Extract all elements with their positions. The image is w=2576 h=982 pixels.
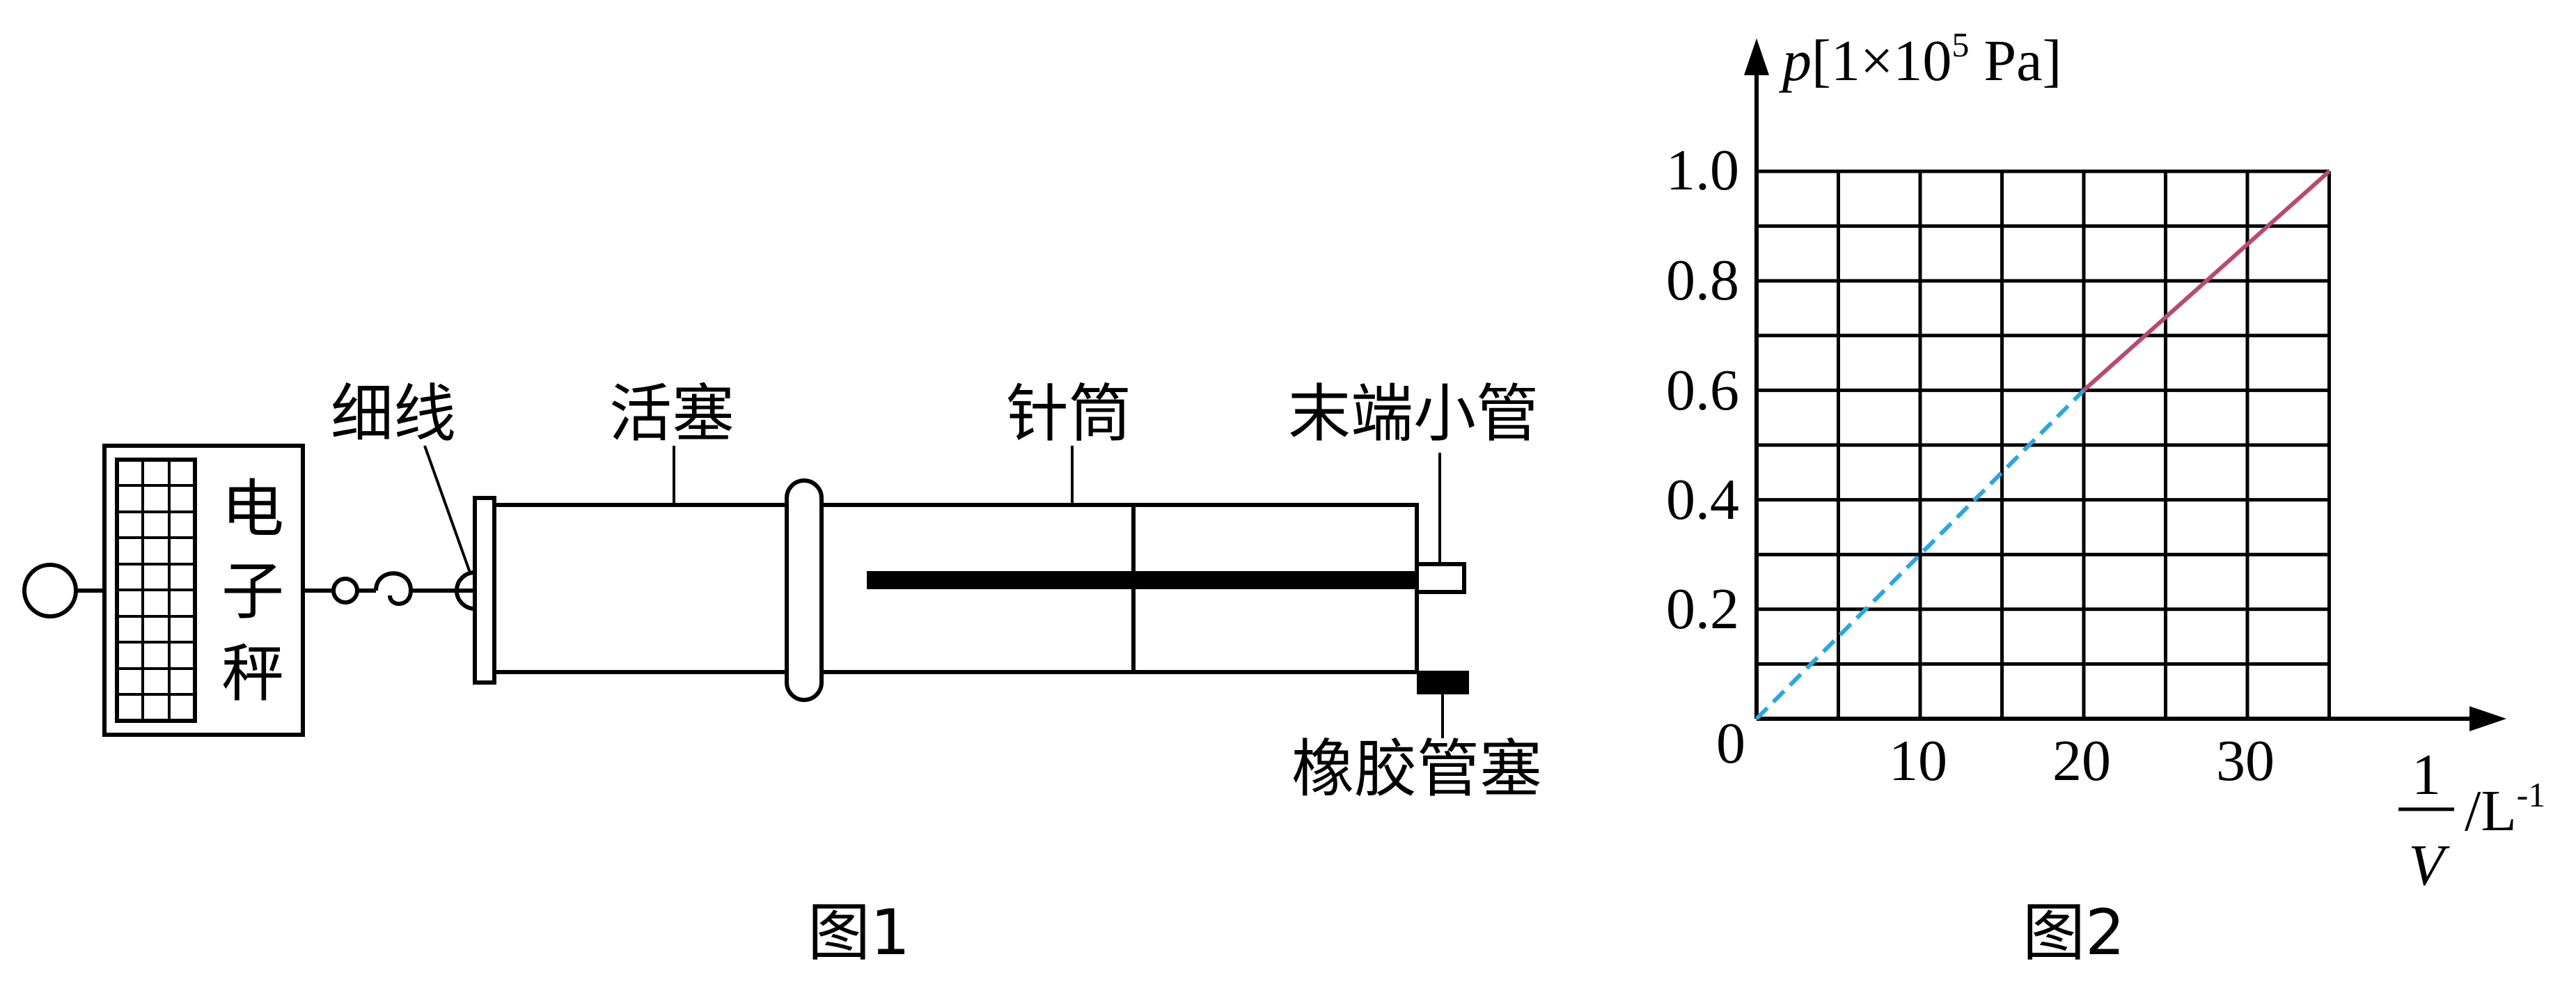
chart-series [1754, 169, 2331, 721]
y-axis-var: p [1779, 29, 1812, 93]
x-axis-denominator: V [2408, 833, 2450, 898]
figure-2: 10 20 30 0.2 0.4 0.6 0.8 1.0 0 p[1×105 P… [1666, 25, 2545, 969]
chart-grid [1757, 169, 2331, 719]
y-tick-label: 0.8 [1666, 248, 1739, 313]
rubber-stopper-label: 橡胶管塞 [1291, 733, 1542, 806]
y-axis-unit-exponent: 5 [1951, 25, 1969, 64]
origin-label: 0 [1716, 711, 1745, 776]
x-axis-unit-exponent: -1 [2517, 775, 2546, 814]
x-axis-unit-base: /L [2465, 779, 2517, 843]
series-line-dashed [1754, 389, 2086, 721]
x-axis-numerator: 1 [2412, 742, 2441, 807]
figure-1 [22, 444, 1469, 738]
y-axis-label: p[1×105 Pa] [1779, 25, 2061, 93]
y-axis-unit-suffix: Pa] [1969, 29, 2061, 93]
x-axis-arrow [2469, 706, 2506, 731]
plunger-rod [867, 571, 1417, 589]
y-tick-label: 1.0 [1666, 138, 1739, 203]
y-tick-labels: 0.2 0.4 0.6 0.8 1.0 [1666, 138, 1739, 641]
thread-label: 细线 [331, 377, 456, 451]
y-tick-label: 0.2 [1666, 577, 1739, 641]
piston [785, 478, 824, 702]
scale-label-char-2: 子 [221, 555, 284, 628]
scale-connector-ring [331, 577, 359, 605]
y-axis-unit-prefix: [1×10 [1812, 29, 1951, 93]
scale-label-char-3: 秤 [221, 637, 284, 710]
x-tick-labels: 10 20 30 [1889, 728, 2275, 793]
series-line-solid [2082, 169, 2331, 392]
barrel-label: 针筒 [1006, 377, 1131, 451]
figure-1-labels: 电 子 秤 细线 活塞 针筒 末端小管 橡胶管塞 图1 [221, 377, 1542, 969]
x-axis-label: 1 V /L-1 [2398, 742, 2545, 898]
end-tube-label: 末端小管 [1288, 377, 1539, 451]
thread-hook [374, 571, 414, 606]
end-tube [1415, 562, 1466, 594]
y-tick-label: 0.6 [1666, 358, 1739, 423]
y-tick-label: 0.4 [1666, 467, 1739, 532]
x-tick-label: 30 [2216, 728, 2275, 793]
rubber-stopper [1417, 671, 1469, 694]
chart-axes [1744, 38, 2506, 731]
y-axis-arrow [1744, 38, 1769, 75]
thread-label-leader [423, 445, 471, 573]
scale-grid-lines [117, 460, 195, 721]
figure-2-caption: 图2 [2023, 896, 2125, 969]
figure-1-caption: 图1 [808, 896, 910, 969]
plunger-end-plate [473, 496, 496, 685]
x-axis-unit: /L-1 [2465, 775, 2545, 843]
x-tick-label: 10 [1889, 728, 1947, 793]
scale-label-char-1: 电 [221, 473, 284, 546]
scale-hook-ring [22, 563, 78, 618]
x-tick-label: 20 [2052, 728, 2111, 793]
piston-label: 活塞 [609, 377, 735, 451]
